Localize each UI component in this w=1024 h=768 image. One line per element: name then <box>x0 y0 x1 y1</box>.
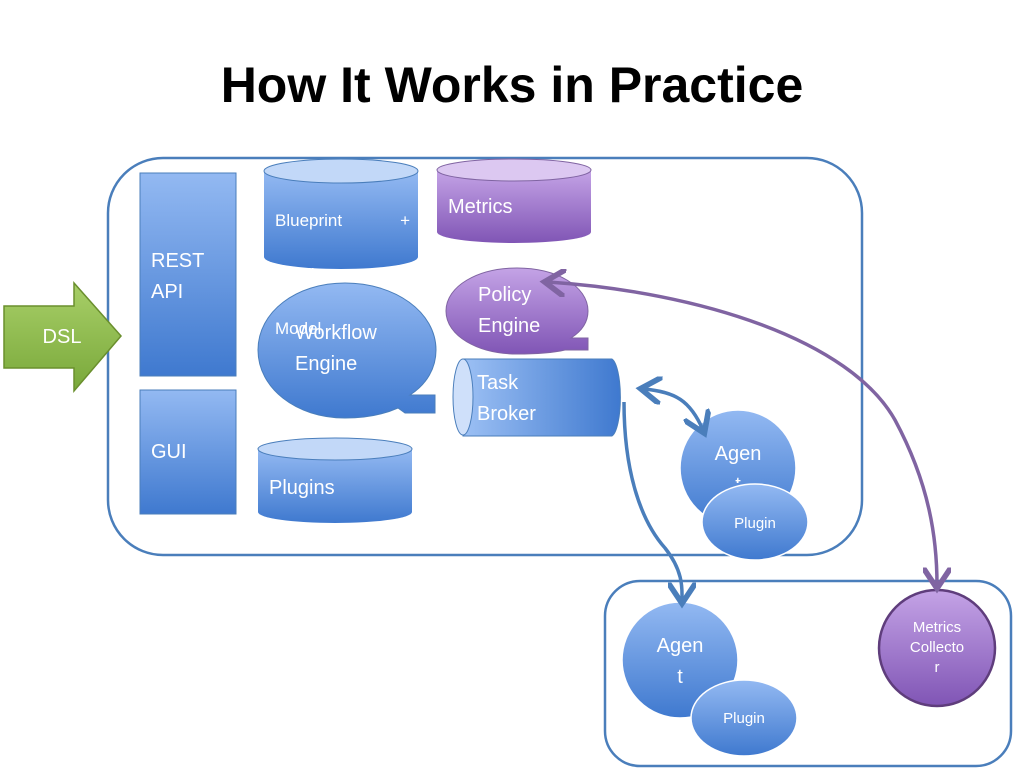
gui-label: GUI <box>151 441 187 463</box>
plugin-bottom-label: Plugin <box>723 710 765 727</box>
blueprint-line3: Model <box>275 319 322 338</box>
plugin-ellipse-bottom <box>690 679 798 757</box>
dsl-label: DSL <box>42 326 82 348</box>
agent-bottom-label: Agen t <box>656 635 704 688</box>
workflow-engine-label: Workflow Engine <box>295 322 377 375</box>
blueprint-line2: Runtime <box>275 265 339 284</box>
policy-engine-label: Policy Engine <box>478 284 541 337</box>
policy-collector-arrow <box>548 282 937 585</box>
workflow-engine-shape <box>257 282 437 419</box>
plugin-top-label: Plugin <box>734 515 776 532</box>
blueprint-cylinder <box>263 158 419 269</box>
broker-agent-bottom-arrow <box>622 401 682 600</box>
metrics-cylinder <box>436 158 592 243</box>
rest-api-label: REST API <box>151 250 205 303</box>
dsl-arrow <box>3 281 122 394</box>
metrics-label: Metrics <box>448 196 513 218</box>
metrics-collector-label: Metrics Collecto r <box>909 619 965 676</box>
blueprint-line1-left: Blueprint <box>275 211 343 230</box>
agent-top-label: Agen t <box>714 443 762 483</box>
slide-title: How It Works in Practice <box>220 57 804 113</box>
blueprint-line1-right: + <box>400 211 410 230</box>
rest-api-box <box>139 172 237 377</box>
broker-agent-top-arrow <box>644 389 703 430</box>
blueprint-label: Blueprint + Runtime Model <box>275 180 410 369</box>
plugins-cylinder <box>257 437 413 523</box>
plugins-label: Plugins <box>269 477 335 499</box>
task-broker-label: Task Broker <box>477 372 536 425</box>
gui-box <box>139 389 237 515</box>
